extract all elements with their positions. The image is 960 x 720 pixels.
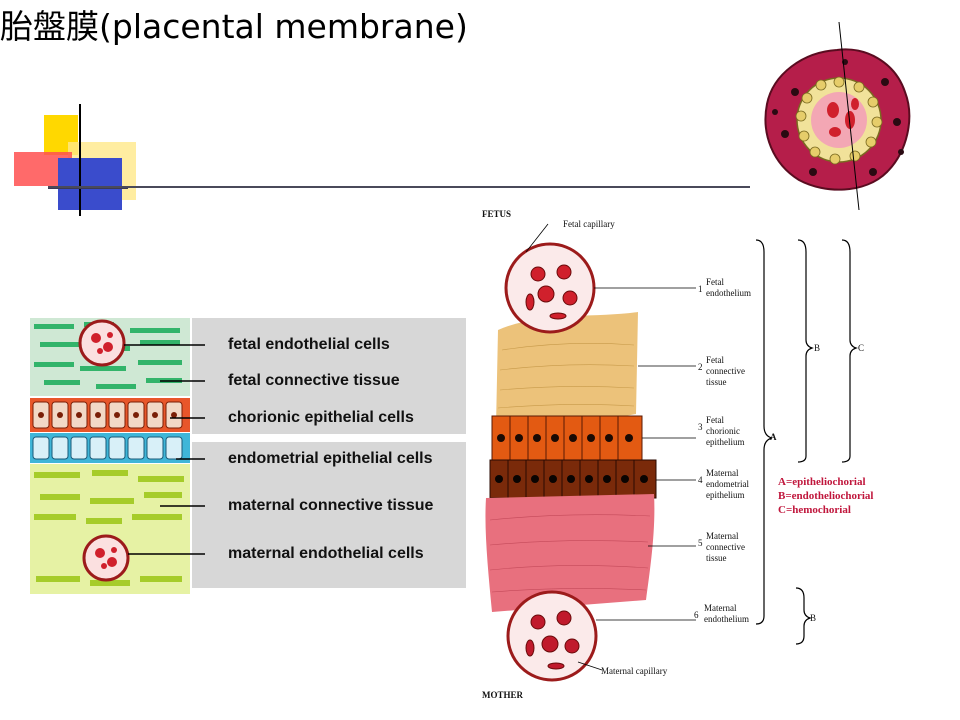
label-maternal-connective-tissue: maternal connective tissue	[228, 497, 434, 514]
label-chorionic-epithelial-cells: chorionic epithelial cells	[228, 409, 414, 426]
label-endometrial-epithelial-cells: endometrial epithelial cells	[228, 450, 433, 467]
brace-label-c: C	[858, 343, 865, 353]
label-maternal-capillary: Maternal capillary	[601, 666, 668, 676]
label-fetal-connective-tissue: fetal connective tissue	[228, 372, 400, 389]
layer-number: 5	[698, 538, 703, 548]
placental-layers-diagram	[485, 223, 696, 682]
label-fetus: FETUS	[482, 209, 512, 219]
layer-line: Maternal	[704, 603, 737, 613]
layer-line: chorionic	[706, 426, 740, 436]
layer-line: Fetal	[706, 415, 724, 425]
layer-line: connective	[706, 542, 745, 552]
brace-label-b-upper: B	[814, 343, 821, 353]
layer-line: epithelium	[706, 437, 745, 447]
legend-endotheliochorial: B=endotheliochorial	[778, 490, 874, 502]
layer-number: 3	[698, 422, 703, 432]
layer-label-5: 5 Maternal connective tissue	[698, 531, 745, 563]
layer-label-3: 3 Fetal chorionic epithelium	[698, 415, 745, 447]
layer-line: endometrial	[706, 479, 749, 489]
layer-line: epithelium	[706, 490, 745, 500]
label-panel-upper	[192, 318, 466, 434]
layer-label-6: 6 Maternal endothelium	[694, 603, 749, 624]
label-panel-lower	[192, 442, 466, 588]
classification-braces	[755, 239, 858, 645]
label-fetal-capillary: Fetal capillary	[563, 219, 615, 229]
label-fetal-endothelial-cells: fetal endothelial cells	[228, 336, 390, 353]
layer-number: 2	[698, 362, 703, 372]
left-figure: fetal endothelial cells fetal connective…	[20, 300, 470, 600]
layer-number: 6	[694, 610, 699, 620]
slide-title: 胎盤膜(placental membrane)	[0, 7, 468, 46]
layer-line: Maternal	[706, 531, 739, 541]
legend-hemochorial: C=hemochorial	[778, 504, 851, 516]
title-ornament	[14, 104, 136, 216]
title-rule	[48, 186, 750, 188]
layer-line: endothelium	[704, 614, 749, 624]
cross-section-illustration	[764, 22, 911, 211]
brace-label-a: A	[770, 432, 777, 442]
legend-epitheliochorial: A=epitheliochorial	[778, 476, 866, 488]
brace-label-b-lower: B	[810, 613, 817, 623]
layer-number: 1	[698, 284, 703, 294]
layer-line: connective	[706, 366, 745, 376]
layer-label-2: 2 Fetal connective tissue	[698, 355, 745, 387]
layer-label-4: 4 Maternal endometrial epithelium	[698, 468, 749, 500]
layer-line: Fetal	[706, 277, 724, 287]
tissue-layers-illustration	[30, 318, 190, 594]
leader-lines	[124, 344, 205, 555]
layer-label-1: 1 Fetal endothelium	[698, 277, 751, 298]
layer-line: Fetal	[706, 355, 724, 365]
layer-line: tissue	[706, 377, 727, 387]
layer-line: Maternal	[706, 468, 739, 478]
layer-line: tissue	[706, 553, 727, 563]
label-maternal-endothelial-cells: maternal endothelial cells	[228, 545, 424, 562]
layer-line: endothelium	[706, 288, 751, 298]
label-mother: MOTHER	[482, 690, 524, 700]
layer-number: 4	[698, 475, 703, 485]
